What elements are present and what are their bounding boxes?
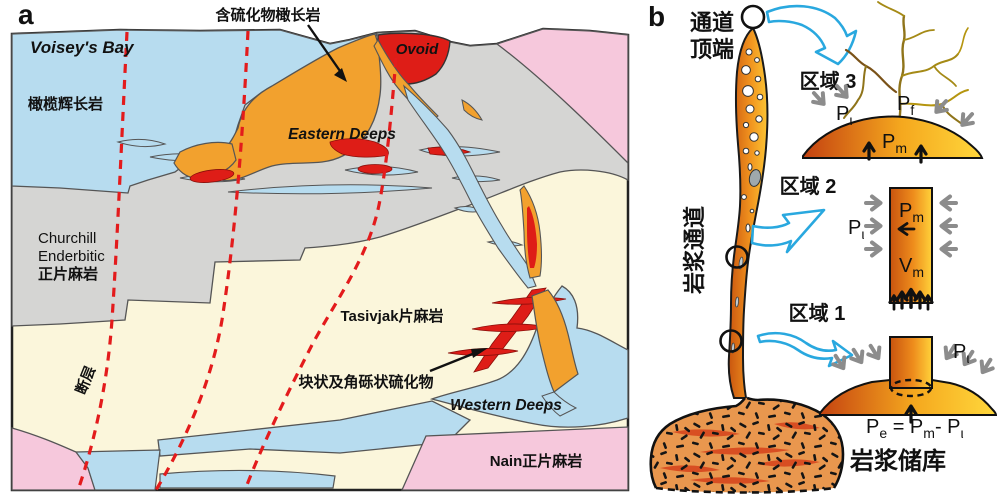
- callout-arrow-region3: [765, 4, 858, 66]
- region1-mound: [819, 379, 998, 416]
- fault-1: [76, 31, 129, 491]
- label-vm-region2: Vm: [899, 255, 924, 280]
- panel-b-conduit-model: b 通道 顶端 岩浆通道 岩浆储库: [648, 1, 998, 494]
- pink-gneiss-topright: [495, 28, 629, 165]
- label-voiseys-bay: Voisey's Bay: [30, 38, 135, 57]
- fault-lines: [76, 30, 398, 491]
- lithostatic-arrow: [939, 194, 958, 212]
- label-sulfide-troctolite: 含硫化物橄长岩: [215, 6, 320, 24]
- label-pf-region3: Pf: [897, 93, 914, 118]
- label-magma-reservoir: 岩浆储库: [849, 447, 946, 475]
- zoom-circle-region2: [725, 245, 749, 269]
- label-pl-region1: Pι: [953, 341, 969, 366]
- label-massive-sulfide: 块状及角砾状硫化物: [298, 373, 433, 391]
- region1-inset: Pι Pe = Pm- Pι: [819, 336, 998, 441]
- region3-inset: Pι Pf Pm: [802, 1, 984, 164]
- label-region1: 区域 1: [789, 301, 846, 325]
- sulfide-annotation-arrow: [429, 348, 488, 373]
- panel-a-letter: a: [18, 0, 34, 30]
- nain-gneiss-region: [400, 426, 629, 491]
- label-magma-conduit: 岩浆通道: [682, 206, 707, 295]
- troctolite-annotation-arrow: [307, 24, 347, 82]
- label-conduit-top-1: 通道: [690, 10, 734, 35]
- label-region2: 区域 2: [780, 174, 837, 198]
- conduit-top-circle: [740, 4, 766, 30]
- label-tasivjak: Tasivjak片麻岩: [340, 307, 443, 325]
- western-deeps-gabbro: [429, 285, 629, 428]
- label-pm-region3: Pm: [882, 131, 907, 156]
- region3-mound: [802, 115, 984, 159]
- lithostatic-arrow: [863, 340, 886, 364]
- feeder-dike-gabbro: [402, 84, 537, 289]
- callout-arrow-region2: [750, 208, 826, 254]
- label-churchill-2: Enderbitic: [38, 248, 105, 265]
- label-eastern-deeps: Eastern Deeps: [288, 126, 396, 143]
- fault-3: [243, 57, 398, 491]
- dike-sulfide-core: [527, 206, 537, 268]
- label-churchill-1: Churchill: [38, 230, 96, 247]
- magma-pressure-left-arrow: [897, 222, 916, 236]
- conduit-bubbles: [741, 48, 764, 233]
- label-churchill-3: 正片麻岩: [38, 265, 98, 283]
- lithostatic-arrow: [864, 217, 883, 235]
- label-pl-region3: Pι: [836, 103, 852, 128]
- label-western-deeps: Western Deeps: [450, 397, 562, 414]
- ladder-troctolite-margin: [531, 289, 579, 393]
- conduit-cross-section-dashed: [889, 378, 933, 398]
- lithostatic-arrow: [955, 107, 979, 132]
- label-nain: Nain正片麻岩: [490, 452, 583, 470]
- panel-a-cross-section: a 含硫化物橄长岩 Voisey's Bay 橄榄辉长岩 Ovoid Easte…: [10, 0, 630, 492]
- zoom-circle-region1: [719, 329, 743, 353]
- excess-pressure-formula: Pe = Pm- Pι: [866, 416, 964, 441]
- lithostatic-arrow: [975, 354, 998, 378]
- gabbro-band-bottom: [157, 400, 472, 457]
- label-olivine-gabbro: 橄榄辉长岩: [28, 95, 103, 113]
- dike-troctolite-pod-upper: [461, 99, 483, 121]
- magma-reservoir-outline-dashed: [655, 486, 835, 494]
- region2-inset: Pι Pm Vm: [848, 187, 958, 311]
- lithostatic-arrow: [864, 240, 883, 258]
- magma-reservoir-crystals: [650, 398, 843, 493]
- label-ovoid: Ovoid: [396, 41, 439, 58]
- label-pm-region2: Pm: [899, 200, 924, 225]
- conduit-xenolith: [748, 169, 762, 187]
- lithostatic-arrow: [939, 217, 958, 235]
- dike-tip-gabbro: [541, 391, 578, 417]
- fault-2: [154, 30, 250, 491]
- label-conduit-top-2: 顶端: [690, 37, 734, 62]
- lithostatic-arrow: [864, 194, 883, 212]
- lithostatic-arrow: [939, 240, 958, 258]
- label-pl-region2: Pι: [848, 217, 864, 242]
- panel-b-letter: b: [648, 1, 665, 32]
